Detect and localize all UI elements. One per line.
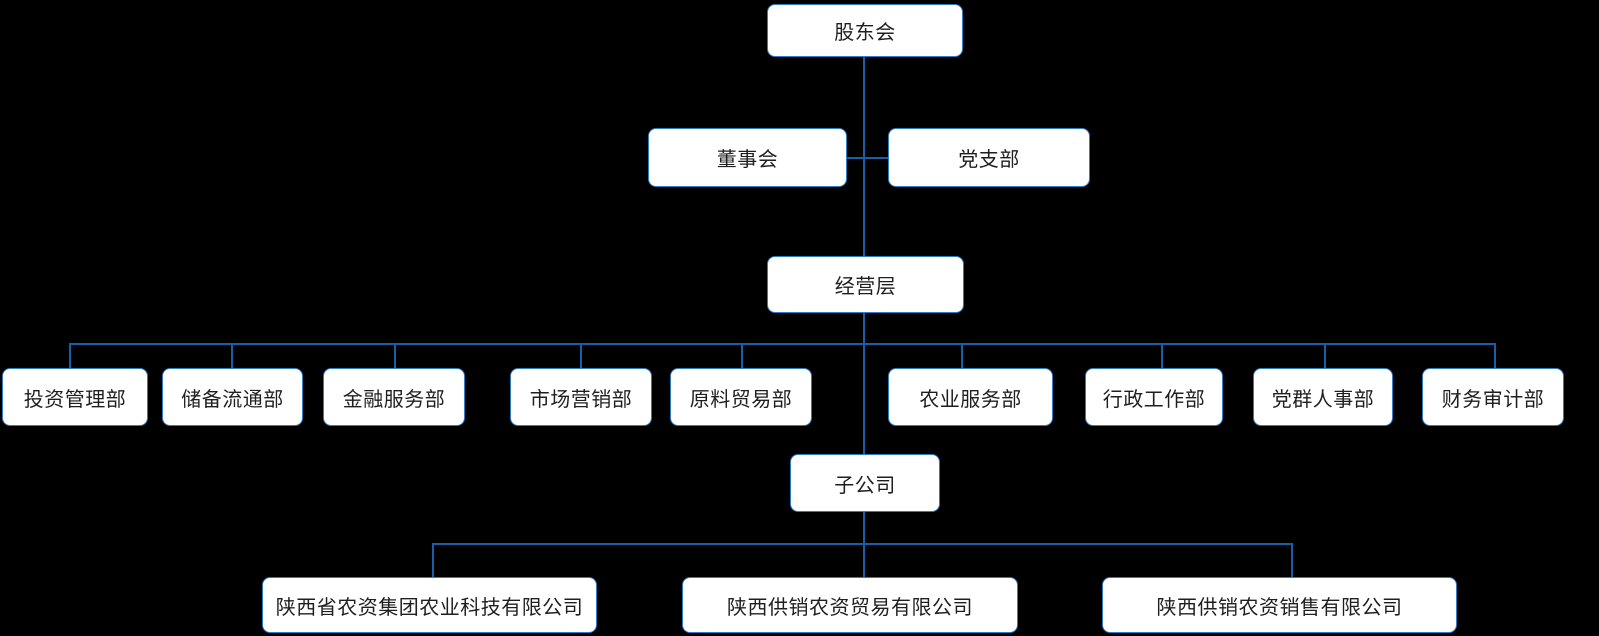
connector-drop-dept-6 — [961, 343, 963, 369]
connector-drop-company-3 — [1291, 543, 1293, 578]
node-dept-agricultural-services: 农业服务部 — [888, 368, 1053, 426]
connector-drop-dept-5 — [741, 343, 743, 369]
connector-drop-company-1 — [432, 543, 434, 578]
connector-board-party-crossbar — [847, 157, 888, 159]
node-company-agri-tech: 陕西省农资集团农业科技有限公司 — [262, 577, 597, 633]
node-party-branch: 党支部 — [888, 128, 1090, 187]
connector-drop-dept-7 — [1161, 343, 1163, 369]
connector-drop-dept-9 — [1494, 343, 1496, 369]
connector-drop-dept-2 — [231, 343, 233, 369]
node-dept-financial-services: 金融服务部 — [323, 368, 465, 426]
node-dept-reserve-circulation: 储备流通部 — [162, 368, 303, 426]
connector-companies-crossbar — [432, 543, 1292, 545]
connector-drop-dept-1 — [69, 343, 71, 369]
node-shareholders-meeting: 股东会 — [767, 4, 963, 57]
node-company-agri-trade: 陕西供销农资贸易有限公司 — [682, 577, 1018, 633]
node-board-of-directors: 董事会 — [648, 128, 847, 187]
node-subsidiaries: 子公司 — [790, 454, 940, 512]
node-dept-party-masses-personnel: 党群人事部 — [1253, 368, 1393, 426]
connector-drop-dept-8 — [1324, 343, 1326, 369]
node-dept-raw-material-trade: 原料贸易部 — [670, 368, 812, 426]
node-management-level: 经营层 — [767, 256, 964, 313]
node-dept-marketing: 市场营销部 — [510, 368, 652, 426]
node-dept-investment-management: 投资管理部 — [2, 368, 148, 426]
connector-departments-crossbar — [69, 343, 1496, 345]
node-dept-finance-audit: 财务审计部 — [1422, 368, 1564, 426]
connector-drop-dept-4 — [580, 343, 582, 369]
connector-drop-dept-3 — [394, 343, 396, 369]
node-dept-administrative-work: 行政工作部 — [1085, 368, 1223, 426]
connector-subsidiaries-to-companies — [863, 512, 865, 578]
node-company-agri-sales: 陕西供销农资销售有限公司 — [1102, 577, 1457, 633]
connector-management-to-subsidiaries — [863, 313, 865, 455]
